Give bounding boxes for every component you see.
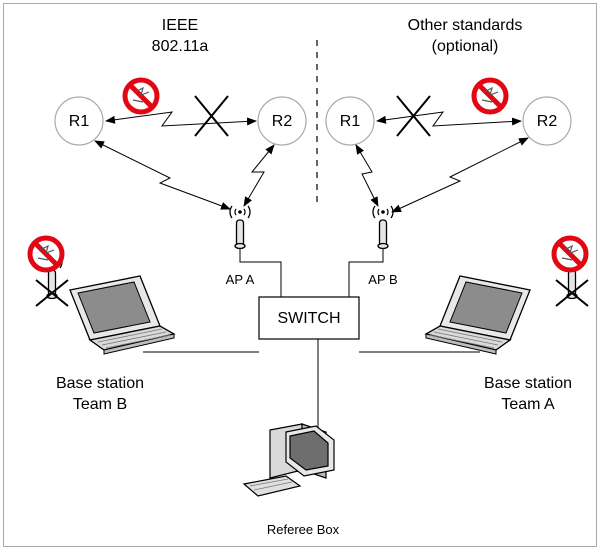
base-station-team-a-line2: Team A bbox=[501, 396, 555, 413]
lightning-link-icon bbox=[243, 144, 275, 207]
desktop-computer-icon bbox=[242, 423, 335, 497]
left-standard-title: IEEE bbox=[161, 17, 199, 34]
base-station-team-b-line1: Base station bbox=[55, 375, 145, 392]
prohibited-sign-icon bbox=[474, 80, 506, 112]
laptop-icon bbox=[425, 275, 531, 355]
robot-left-r2 bbox=[257, 96, 307, 146]
antenna-icon bbox=[372, 205, 394, 250]
switch-label: SWITCH bbox=[277, 310, 341, 327]
right-standard-subtitle: (optional) bbox=[431, 38, 499, 55]
diagram-frame bbox=[3, 3, 597, 547]
prohibited-antenna-left bbox=[30, 238, 69, 307]
robot-right-r2 bbox=[522, 96, 572, 146]
robot-right-r2-label: R2 bbox=[536, 113, 558, 130]
referee-box-label: Referee Box bbox=[266, 522, 340, 537]
ap-b-label: AP B bbox=[368, 272, 398, 287]
robot-left-r1 bbox=[54, 96, 104, 146]
x-cross-icon bbox=[194, 95, 229, 137]
lightning-link-icon bbox=[391, 137, 529, 213]
prohibited-sign-icon bbox=[125, 80, 157, 112]
antenna-icon bbox=[229, 205, 251, 250]
robot-right-r1-label: R1 bbox=[339, 113, 361, 130]
lightning-link-icon bbox=[355, 144, 379, 207]
lightning-link-icon bbox=[105, 111, 257, 127]
laptop-icon bbox=[69, 275, 175, 355]
robot-right-r1 bbox=[325, 96, 375, 146]
left-standard-subtitle: 802.11a bbox=[151, 38, 209, 55]
base-station-team-b-line2: Team B bbox=[72, 396, 128, 413]
ap-a-label: AP A bbox=[225, 272, 255, 287]
lightning-link-icon bbox=[376, 111, 522, 127]
switch-box bbox=[258, 296, 360, 340]
robot-left-r2-label: R2 bbox=[271, 113, 293, 130]
robot-left-r1-label: R1 bbox=[68, 113, 90, 130]
right-standard-title: Other standards bbox=[407, 17, 523, 34]
base-station-team-a-line1: Base station bbox=[483, 375, 573, 392]
x-cross-icon bbox=[396, 95, 431, 137]
prohibited-antenna-right bbox=[554, 238, 589, 307]
wired-connections bbox=[143, 248, 480, 428]
lightning-link-icon bbox=[94, 140, 231, 210]
